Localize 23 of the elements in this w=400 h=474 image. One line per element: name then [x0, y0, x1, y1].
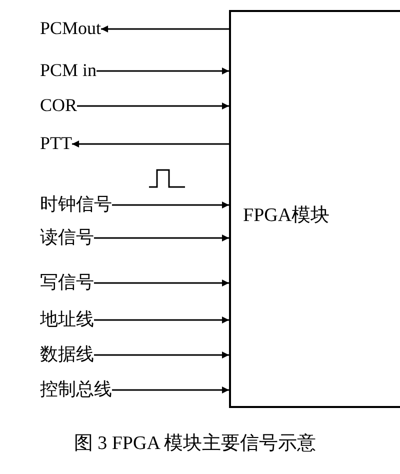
module-box	[229, 10, 400, 408]
signal-label: COR	[40, 93, 78, 117]
arrow	[72, 140, 229, 148]
signal-label: PTT	[40, 131, 72, 155]
signal-label: PCM in	[40, 58, 97, 82]
module-label: FPGA模块	[243, 204, 330, 228]
arrow	[112, 202, 229, 208]
arrow	[96, 68, 229, 74]
signal-label: 控制总线	[40, 377, 112, 401]
arrow	[94, 352, 229, 358]
signal-label: 数据线	[40, 342, 94, 366]
arrow	[112, 386, 229, 394]
arrow	[94, 234, 229, 242]
signal-label: 写信号	[40, 270, 94, 294]
signal-label: 读信号	[40, 225, 94, 249]
arrow	[94, 280, 229, 286]
arrow	[77, 102, 229, 110]
arrow	[94, 316, 229, 324]
signal-label: 时钟信号	[40, 192, 112, 216]
caption: 图 3 FPGA 模块主要信号示意	[72, 432, 318, 456]
signal-label: 地址线	[40, 307, 94, 331]
signal-label: PCMout	[40, 16, 102, 40]
arrow	[101, 26, 229, 32]
